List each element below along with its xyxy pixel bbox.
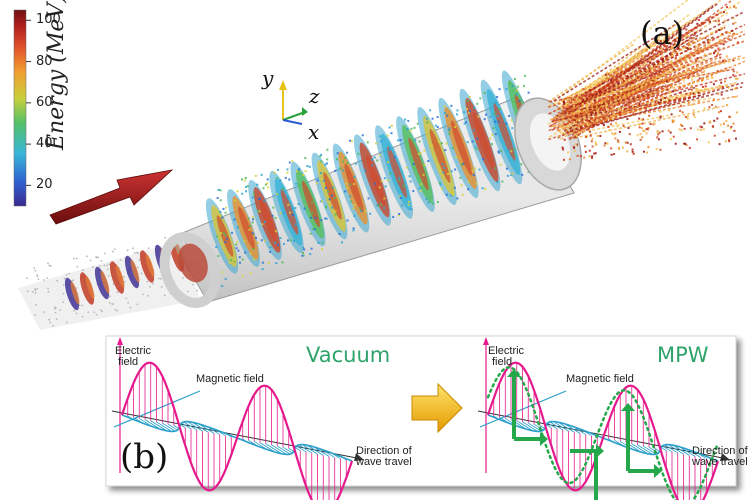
colorbar-tick-label: 20 bbox=[36, 177, 53, 193]
left-electric-label-2: field bbox=[118, 356, 139, 368]
wave-diagram-mpw bbox=[477, 337, 730, 500]
colorbar-tick-label: 80 bbox=[36, 53, 53, 69]
panel-b-label: (b) bbox=[120, 437, 169, 477]
waveguide-tube bbox=[159, 70, 582, 308]
beam-direction-arrow bbox=[49, 169, 174, 225]
mpw-title: MPW bbox=[657, 343, 709, 367]
transition-arrow bbox=[411, 382, 463, 434]
panel-b-illustration bbox=[105, 335, 737, 500]
axes-triad bbox=[279, 80, 308, 125]
wave-diagram-vacuum bbox=[111, 337, 364, 500]
incoming-beam-haze bbox=[18, 236, 200, 330]
colorbar bbox=[13, 9, 27, 207]
left-direction-label-2: wave travel bbox=[356, 456, 412, 468]
right-electric-label-2: field bbox=[492, 356, 513, 368]
colorbar-tick-label: 40 bbox=[36, 136, 53, 152]
axis-label-x: x bbox=[308, 120, 320, 144]
colorbar-tick-label: 100 bbox=[36, 12, 61, 28]
colorbar-ticks bbox=[26, 19, 31, 186]
right-direction-label-1: Direction of bbox=[692, 445, 748, 457]
vacuum-title: Vacuum bbox=[306, 343, 391, 367]
left-electric-label-1: Electric bbox=[115, 345, 152, 357]
panel-a-label: (a) bbox=[640, 14, 685, 52]
panel-a-illustration bbox=[13, 0, 746, 330]
axis-label-y: y bbox=[262, 66, 274, 90]
output-electron-beam bbox=[547, 0, 746, 161]
accelerated-electron-bunches bbox=[205, 70, 545, 288]
axis-label-z: z bbox=[309, 84, 320, 108]
left-direction-label-1: Direction of bbox=[356, 445, 412, 457]
colorbar-tick-label: 60 bbox=[36, 94, 53, 110]
left-magnetic-label: Magnetic field bbox=[196, 373, 264, 385]
right-electric-label-1: Electric bbox=[488, 345, 525, 357]
right-direction-label-2: wave travel bbox=[692, 456, 748, 468]
right-magnetic-label: Magnetic field bbox=[566, 373, 634, 385]
